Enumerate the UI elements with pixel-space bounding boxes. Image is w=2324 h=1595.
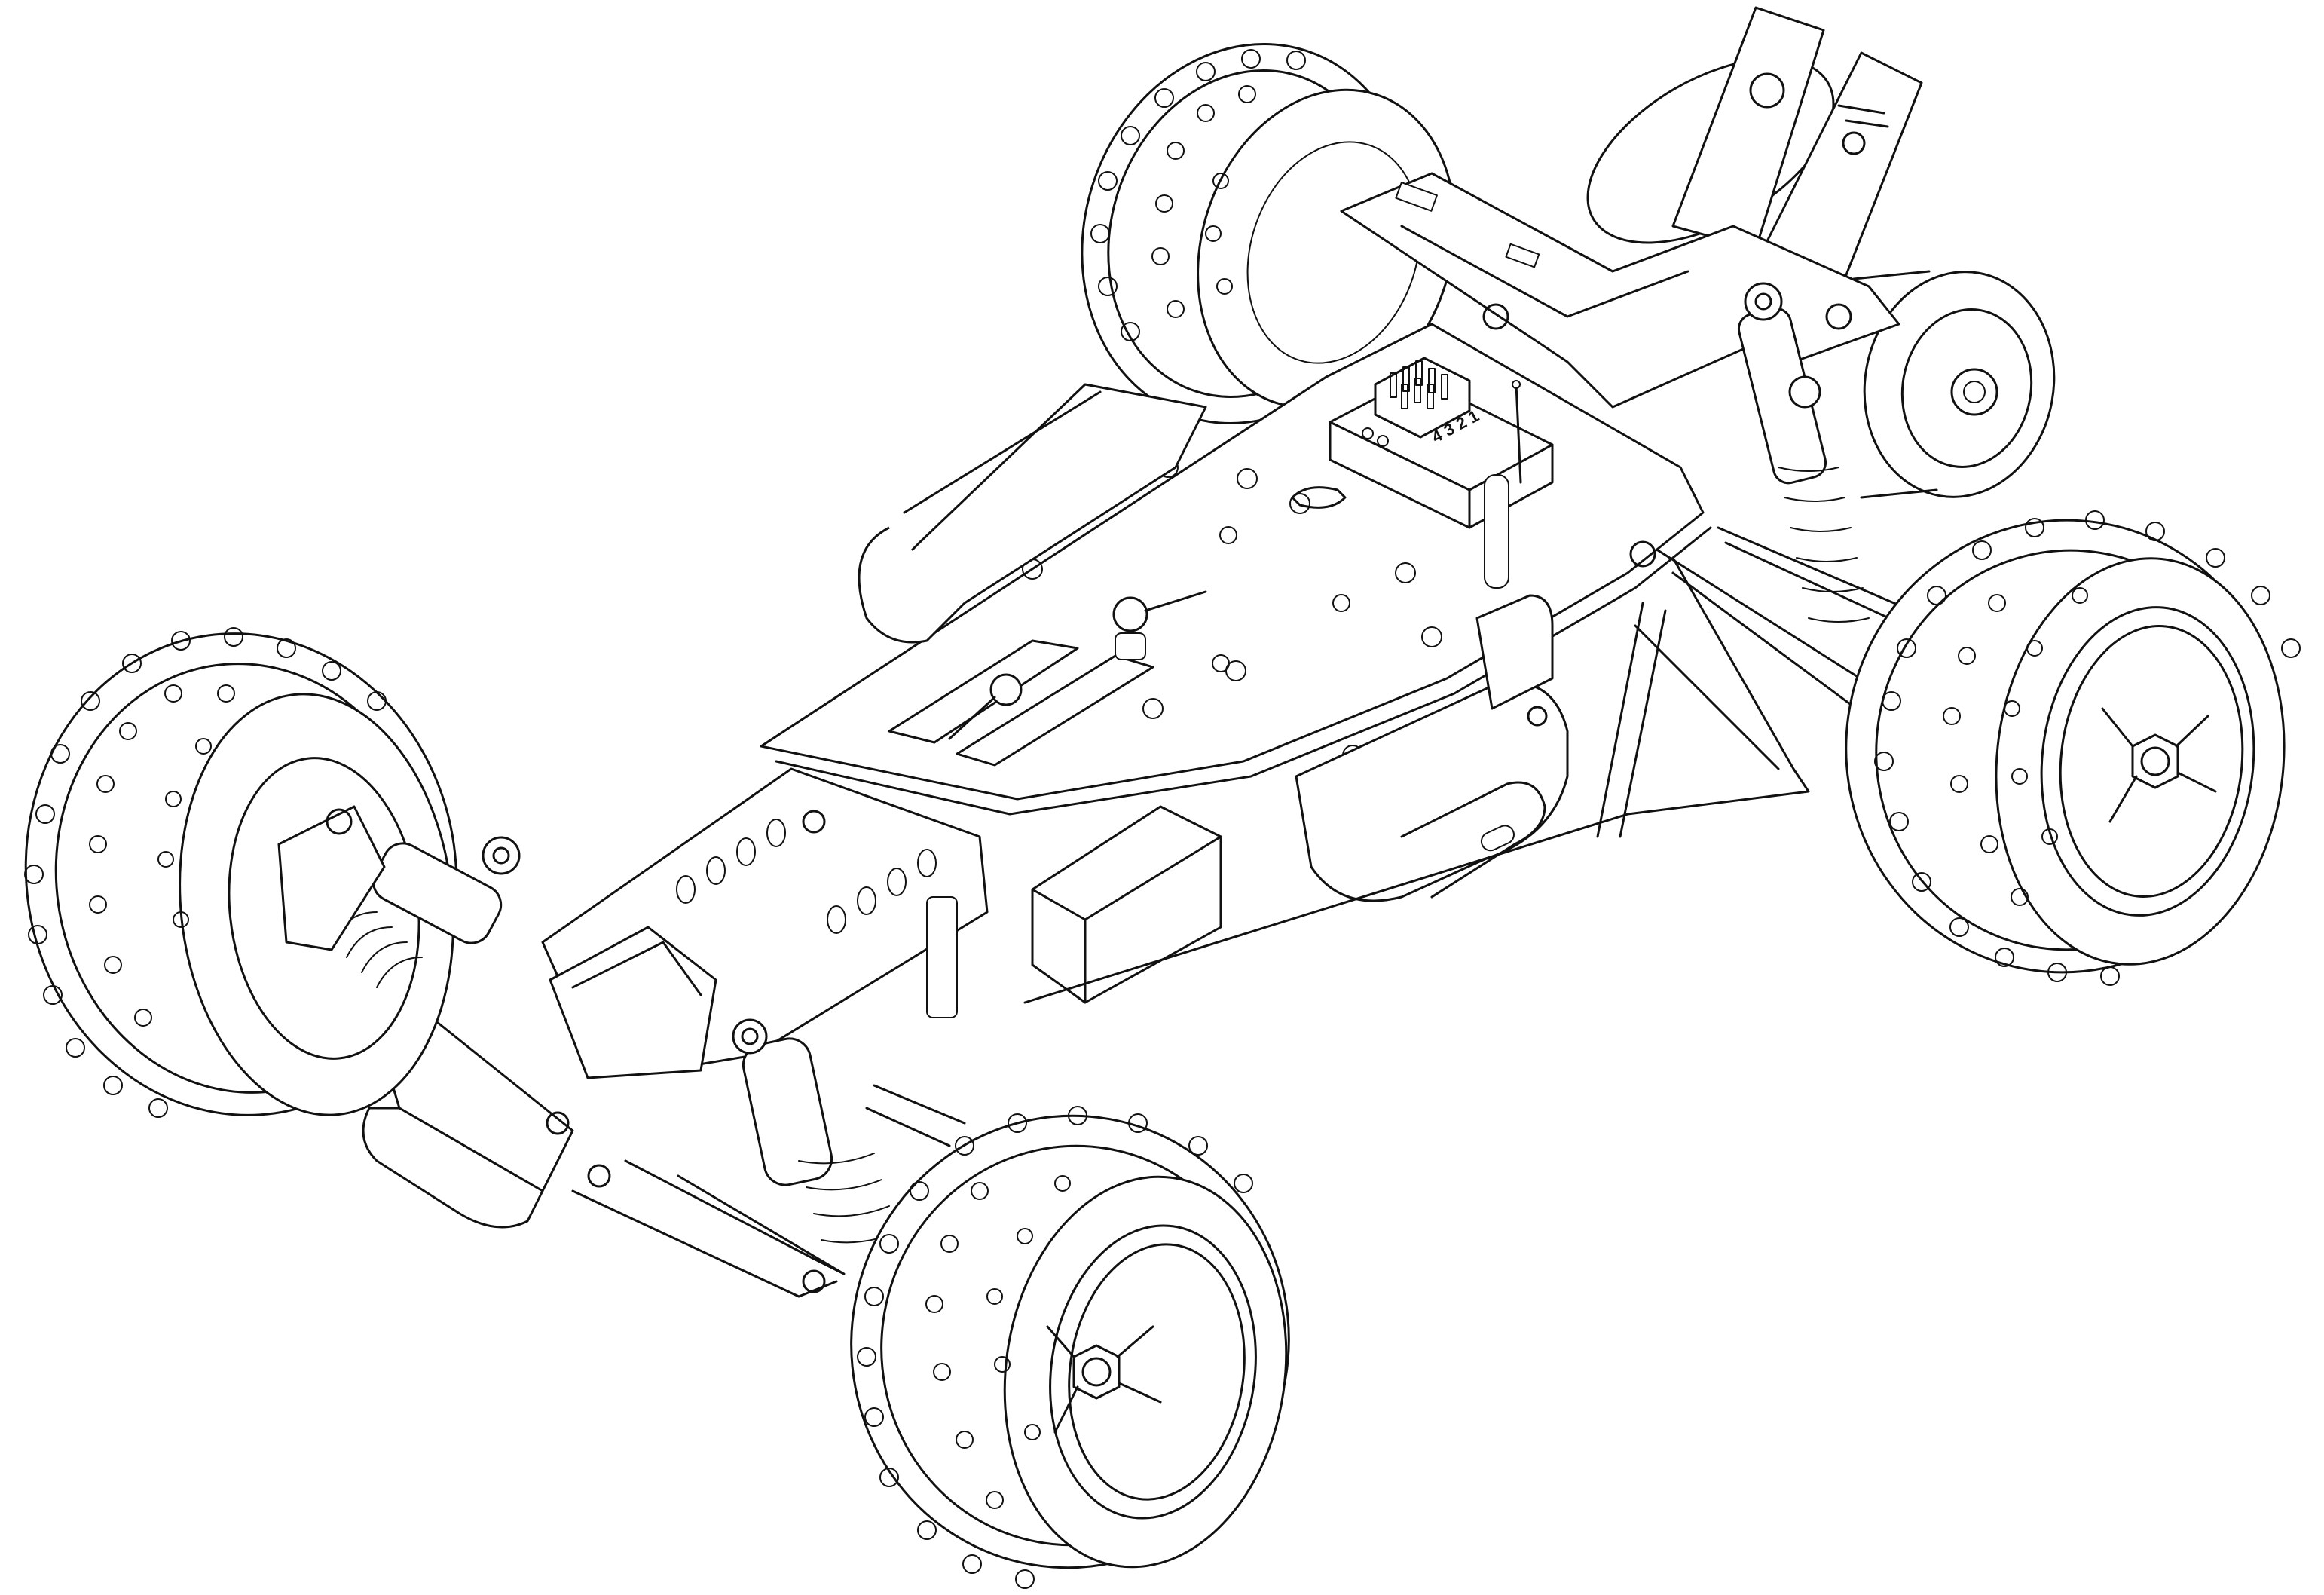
rear-left-wheel [1081,43,1456,424]
front-right-tread-knobs [1874,510,2301,986]
motor-gear-cover [1295,594,1569,902]
battery-pod [858,383,1207,644]
front-left-wheel [24,627,458,1118]
servo-box [1031,805,1222,1004]
front-gearbox [549,926,717,1079]
front-left-shock [277,805,521,988]
front-right-wheel-hub [2101,707,2217,823]
front-bumper [362,1009,611,1229]
side-frame-holes [676,819,937,934]
receiver: 4 3 2 1 [1329,357,1554,529]
front-lower-arm [571,1084,966,1298]
front-near-tread-knobs [857,1106,1253,1589]
front-near-wheel-hub [1046,1325,1162,1434]
front-right-wheel [1845,510,2301,986]
steering-link [948,673,1023,740]
antenna [1484,380,1522,589]
front-right-shock [732,1018,897,1244]
receiver-pins [1390,360,1448,409]
rear-shock-absorber [1737,282,1870,623]
front-near-wheel [850,1106,1290,1589]
steering-post [1112,590,1207,660]
front-left-tread-knobs [24,627,387,1118]
centre-a-frame [1023,540,1810,1004]
rear-left-tread-knobs [1090,49,1306,341]
